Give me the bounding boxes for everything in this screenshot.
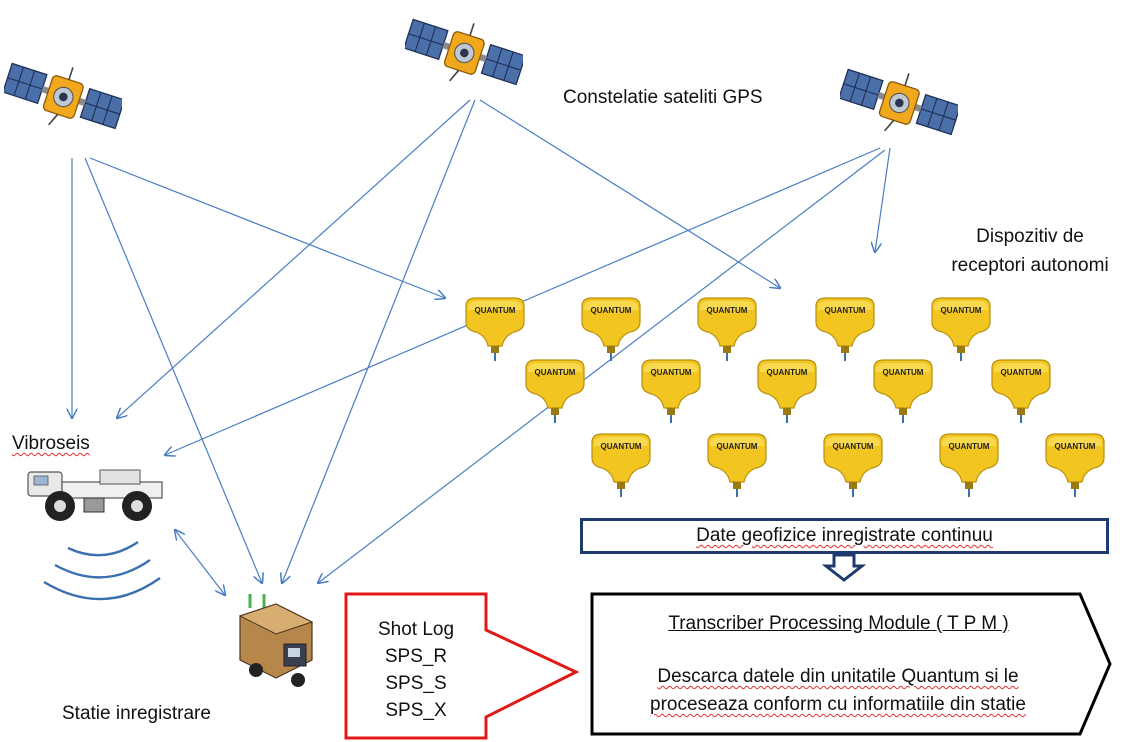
satellite-icon-left bbox=[4, 52, 122, 144]
constellation-label: Constelatie sateliti GPS bbox=[563, 87, 763, 108]
shot-log-line: SPS_X bbox=[385, 700, 447, 721]
receiver-array-label-line1: Dispozitiv de bbox=[976, 226, 1084, 247]
shot-log-line: Shot Log bbox=[377, 619, 455, 640]
quantum-receiver-icon bbox=[707, 433, 767, 498]
shot-log-line: SPS_S bbox=[385, 673, 447, 694]
receiver-array bbox=[465, 297, 1105, 498]
receiver-array-label: Dispozitiv de receptori autonomi bbox=[935, 222, 1125, 280]
quantum-receiver-icon bbox=[641, 359, 701, 424]
quantum-receiver-icon bbox=[815, 297, 875, 362]
quantum-receiver-icon bbox=[931, 297, 991, 362]
quantum-receiver-icon bbox=[823, 433, 883, 498]
tpm-description-line2: proceseaza conform cu informatiile din s… bbox=[650, 694, 1026, 715]
quantum-receiver-icon bbox=[465, 297, 525, 362]
vibroseis-truck-icon bbox=[27, 469, 163, 521]
quantum-receiver-icon bbox=[1045, 433, 1105, 498]
down-arrow-icon bbox=[821, 553, 867, 582]
shot-log-arrow-shape bbox=[344, 592, 580, 740]
tpm-title: Transcriber Processing Module ( T P M ) bbox=[668, 613, 1009, 634]
seismic-wave-icon bbox=[43, 541, 161, 601]
shot-log-line: SPS_R bbox=[384, 646, 448, 667]
recording-station-label: Statie inregistrare bbox=[62, 703, 211, 724]
quantum-receiver-icon bbox=[697, 297, 757, 362]
tpm-description: Descarca datele din unitatile Quantum si… bbox=[608, 663, 1068, 719]
continuous-data-text: Date geofizice inregistrate continuu bbox=[696, 525, 993, 546]
quantum-receiver-icon bbox=[591, 433, 651, 498]
quantum-receiver-icon bbox=[581, 297, 641, 362]
satellite-icon-center bbox=[405, 8, 523, 100]
quantum-receiver-icon bbox=[939, 433, 999, 498]
receiver-array-label-line2: receptori autonomi bbox=[951, 255, 1109, 276]
quantum-receiver-icon bbox=[991, 359, 1051, 424]
vibroseis-label: Vibroseis bbox=[12, 433, 90, 454]
satellite-icon-right bbox=[840, 58, 958, 150]
continuous-data-box: Date geofizice inregistrate continuu bbox=[580, 518, 1109, 554]
recording-truck-icon bbox=[238, 594, 314, 687]
tpm-description-line1: Descarca datele din unitatile Quantum si… bbox=[657, 666, 1019, 687]
quantum-receiver-icon bbox=[525, 359, 585, 424]
quantum-receiver-icon bbox=[873, 359, 933, 424]
shot-log-list: Shot Log SPS_R SPS_S SPS_X bbox=[346, 590, 486, 724]
tpm-pentagon-shape bbox=[590, 592, 1112, 736]
quantum-receiver-icon bbox=[757, 359, 817, 424]
